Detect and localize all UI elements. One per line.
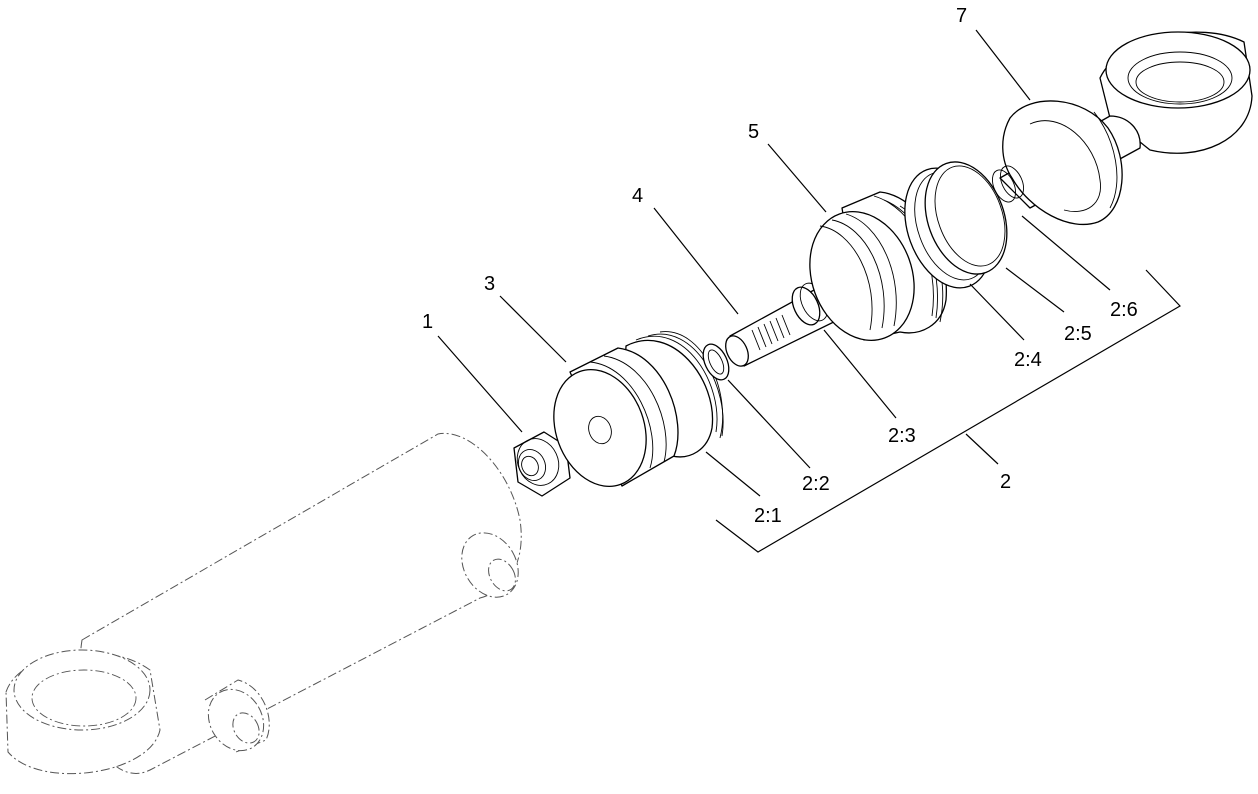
- callout-3: 3: [484, 273, 495, 295]
- callout-2-3: 2:3: [888, 425, 916, 447]
- part-1-hex-nut: [513, 431, 571, 497]
- callouts: 1 3 4 5 7 2:1 2:2 2:3 2:4 2:5 2:6 2: [422, 5, 1138, 527]
- part-3-gland: [553, 331, 724, 488]
- part-2-2-o-ring: [702, 343, 730, 381]
- part-2-5-seal-ring: [924, 161, 1008, 275]
- callout-2-2: 2:2: [802, 473, 830, 495]
- callout-2-4: 2:4: [1014, 349, 1042, 371]
- callout-2-1: 2:1: [754, 505, 782, 527]
- callout-2: 2: [1000, 471, 1011, 493]
- callout-2-6: 2:6: [1110, 299, 1138, 321]
- callout-1: 1: [422, 311, 433, 333]
- leader-lines: [437, 29, 1181, 553]
- part-7-rod-eye: [991, 31, 1253, 226]
- cylinder-body-phantom: [5, 432, 522, 775]
- callout-5: 5: [748, 121, 759, 143]
- callout-2-5: 2:5: [1064, 323, 1092, 345]
- callout-7: 7: [956, 5, 967, 27]
- callout-4: 4: [632, 185, 643, 207]
